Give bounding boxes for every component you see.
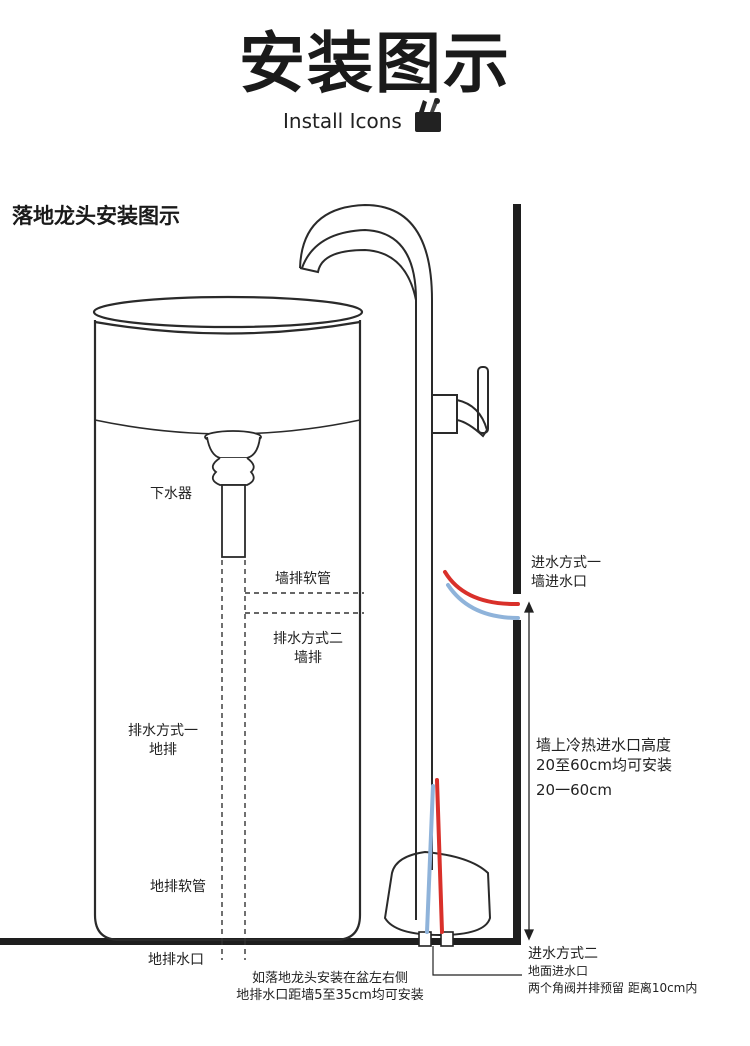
- wall: [513, 204, 521, 945]
- floor-line: [0, 938, 520, 945]
- page-title: 安装图示: [239, 25, 511, 102]
- floor-drain-pipe: [221, 560, 246, 960]
- floor-faucet: [299, 203, 492, 937]
- section-title: 落地龙头安装图示: [12, 203, 180, 228]
- floor-inlet-pipes: [425, 778, 444, 934]
- wall-inlet-gap: [512, 594, 522, 620]
- toolbox-icon: [415, 98, 441, 132]
- drain-method-2-label: 排水方式二 墙排: [273, 631, 343, 666]
- inlet-1-label: 进水方式一 墙进水口: [531, 555, 601, 590]
- floor-outlet-label: 地排水口: [148, 952, 204, 968]
- height-dimension: [523, 601, 535, 941]
- pedestal-basin: [92, 295, 364, 942]
- height-note: 墙上冷热进水口高度 20至60cm均可安装: [536, 736, 673, 774]
- wall-inlet-pipes: [443, 570, 520, 620]
- page-subtitle: Install Icons: [283, 109, 402, 133]
- floor-hose-label: 地排软管: [150, 879, 206, 895]
- height-range: 20一60cm: [536, 781, 613, 799]
- floor-note: 如落地龙头安装在盆左右侧 地排水口距墙5至35cm均可安装: [236, 971, 424, 1003]
- drain-fitting: [204, 430, 262, 558]
- drain-label: 下水器: [150, 486, 192, 502]
- wall-drain-pipe: [245, 592, 364, 614]
- wall-hose-label: 墙排软管: [275, 571, 331, 587]
- drain-method-1-label: 排水方式一 地排: [128, 723, 198, 758]
- inlet-2-label: 进水方式二 地面进水口 两个角阀并排预留 距离10cm内: [528, 946, 698, 995]
- inlet-2-leader: [432, 946, 522, 976]
